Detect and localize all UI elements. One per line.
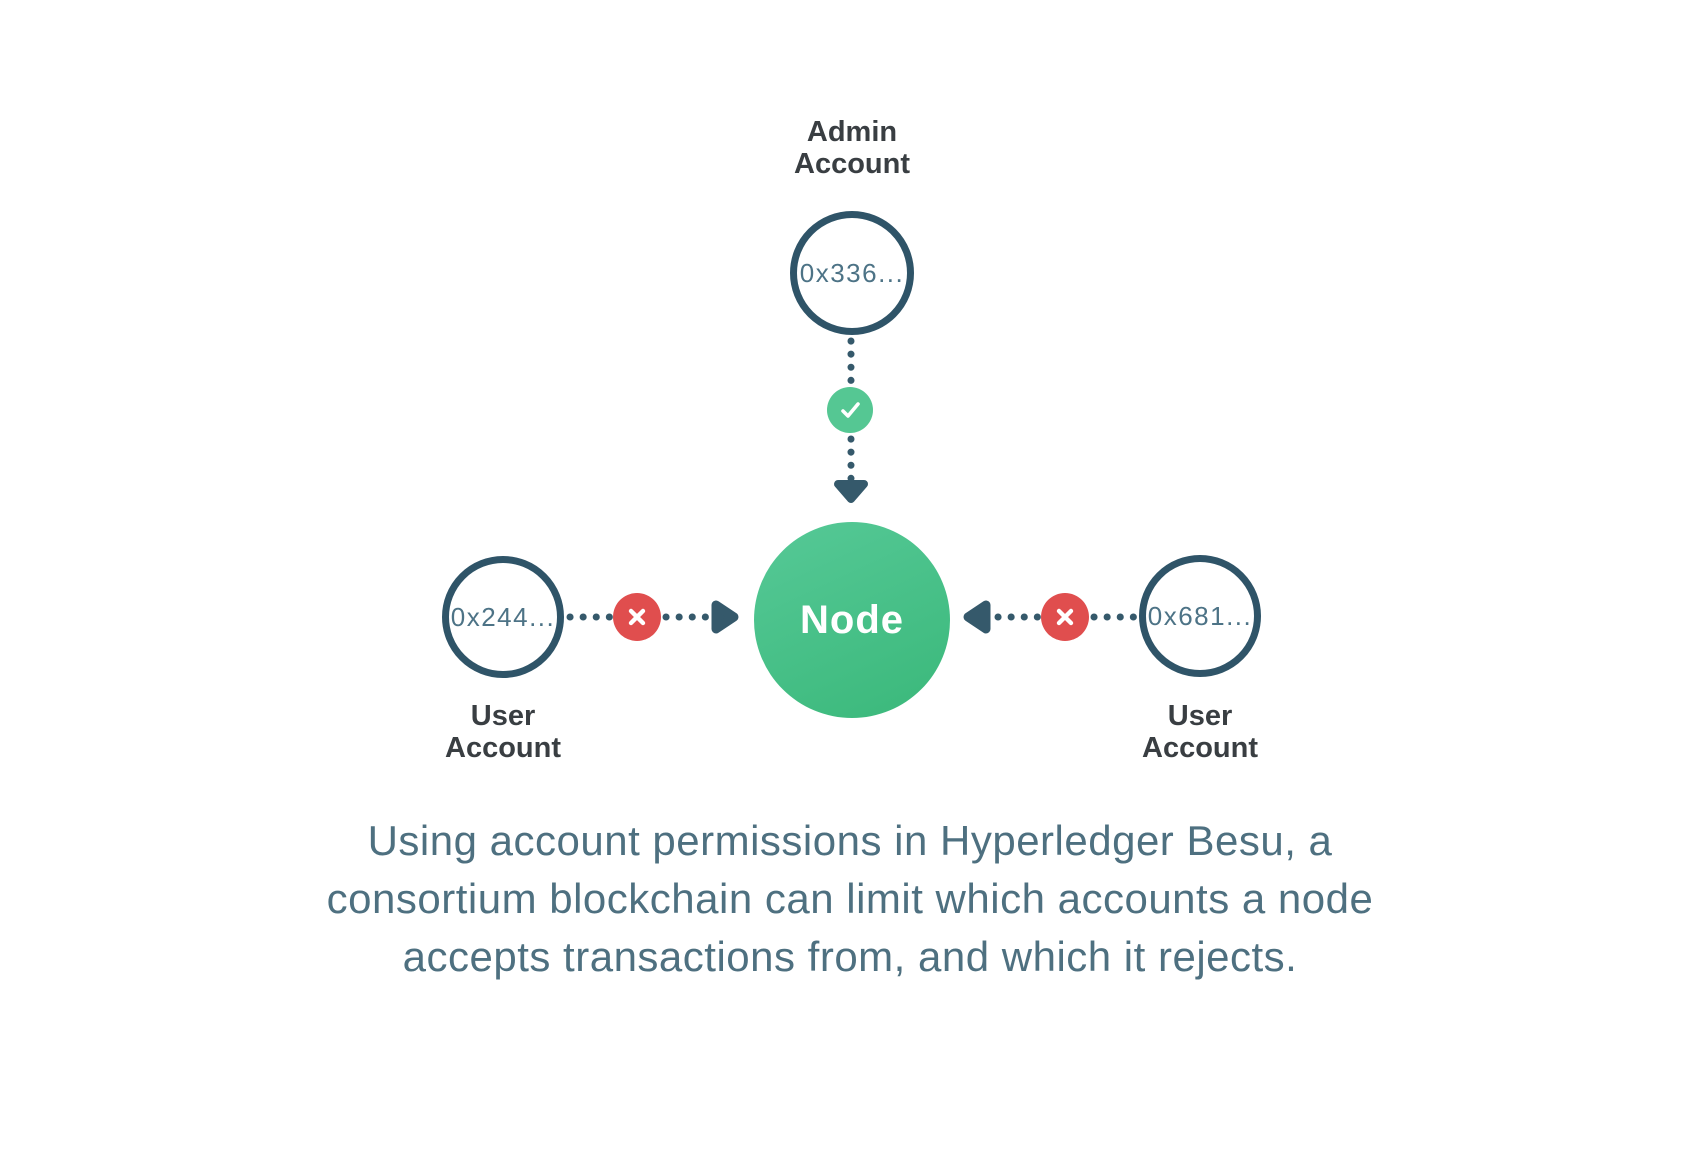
- node-circle: Node: [754, 522, 950, 718]
- caption-line-2: consortium blockchain can limit which ac…: [326, 875, 1374, 922]
- cross-icon: [628, 608, 646, 626]
- admin-account-address: 0x336...: [799, 257, 905, 288]
- arrow-right-icon: [711, 600, 739, 634]
- admin-account-label: Admin Account: [732, 116, 972, 180]
- right-user-account-label: User Account: [1080, 700, 1320, 764]
- left-user-account-label: User Account: [383, 700, 623, 764]
- allow-badge: [827, 387, 873, 433]
- caption-line-3: accepts transactions from, and which it …: [402, 933, 1298, 980]
- dotted-line-right-b: [1090, 613, 1138, 621]
- right-user-account-circle: 0x681...: [1139, 555, 1261, 677]
- admin-account-label-line1: Admin: [806, 116, 898, 148]
- admin-account-circle: 0x336...: [790, 211, 914, 335]
- right-user-account-label-line1: User: [1167, 700, 1233, 732]
- check-icon: [841, 402, 860, 418]
- caption-line-1: Using account permissions in Hyperledger…: [367, 817, 1333, 864]
- admin-account-label-line2: Account: [794, 148, 910, 180]
- left-user-account-circle: 0x244...: [442, 556, 564, 678]
- left-user-account-address: 0x244...: [450, 601, 556, 632]
- left-user-account-label-line2: Account: [445, 732, 561, 764]
- dotted-line-right-a: [994, 613, 1042, 621]
- left-user-account-label-line1: User: [470, 700, 536, 732]
- dotted-line-left-a: [566, 613, 614, 621]
- arrow-left-icon: [963, 600, 991, 634]
- deny-badge-left: [613, 593, 661, 641]
- right-user-account-address: 0x681...: [1147, 600, 1253, 631]
- dotted-line-left-b: [662, 613, 710, 621]
- dotted-line-admin-top: [847, 337, 855, 387]
- deny-badge-right: [1041, 593, 1089, 641]
- cross-icon: [1056, 608, 1074, 626]
- node-label: Node: [800, 597, 904, 642]
- arrow-down-icon: [834, 480, 868, 503]
- caption: Using account permissions in Hyperledger…: [0, 812, 1700, 986]
- dotted-line-admin-bottom: [847, 435, 855, 483]
- right-user-account-label-line2: Account: [1142, 732, 1258, 764]
